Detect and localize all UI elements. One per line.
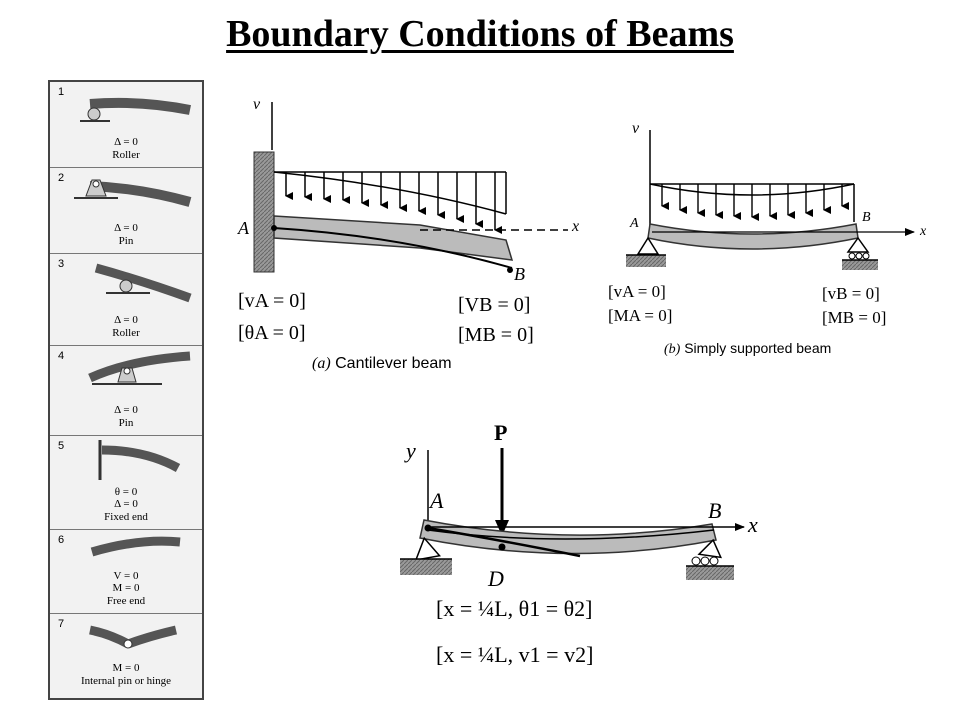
point-label-b: B — [514, 264, 525, 284]
load-label-p: P — [494, 420, 508, 445]
row-caption-1: V = 0 — [113, 570, 139, 582]
row-caption-2: Pin — [118, 417, 134, 429]
point-label-b: B — [862, 210, 871, 225]
simply-caption: (b) Simply supported beam — [664, 340, 831, 358]
table-row: 5 θ = 0 Δ = 0 Fixed end — [50, 436, 202, 530]
point-label-a: A — [430, 488, 444, 513]
row-caption-1: θ = 0 — [114, 486, 138, 498]
pin-support-icon — [88, 351, 191, 385]
distributed-load-arrows — [285, 172, 502, 234]
simply-condition-vb: [vB = 0] — [822, 284, 880, 303]
row-number: 5 — [58, 440, 65, 452]
cantilever-caption: (a) Cantilever beam — [312, 355, 452, 373]
caption-letter: (a) — [312, 355, 331, 372]
axis-label-x: x — [920, 224, 927, 239]
row-caption-1: M = 0 — [112, 662, 140, 674]
point-label-b: B — [708, 498, 722, 523]
simply-supported-beam-diagram — [626, 130, 915, 270]
axis-label-x: x — [748, 512, 758, 537]
cantilever-beam-diagram — [253, 102, 568, 273]
roller-support-icon — [80, 97, 191, 122]
row-number: 2 — [58, 172, 65, 184]
point-label-a: A — [238, 218, 249, 238]
axis-label-v: v — [253, 96, 261, 113]
axis-label-x: x — [572, 218, 580, 235]
caption-text: Simply supported beam — [684, 340, 832, 356]
caption-text: Cantilever beam — [335, 355, 452, 372]
point-label-d: D — [488, 566, 504, 591]
simply-condition-ma: [MA = 0] — [608, 306, 673, 325]
cantilever-condition-vb: [VB = 0] — [458, 294, 531, 316]
axis-label-v: v — [632, 120, 640, 137]
row-caption-1: Δ = 0 — [114, 404, 138, 416]
simply-condition-va: [vA = 0] — [608, 282, 666, 301]
free-end-icon — [90, 536, 181, 557]
table-row: 6 V = 0 M = 0 Free end — [50, 530, 202, 614]
fixed-end-icon — [98, 440, 181, 480]
caption-letter: (b) — [664, 342, 681, 357]
row-number: 3 — [58, 258, 65, 270]
axis-label-y: y — [406, 438, 416, 463]
point-label-a: A — [630, 216, 639, 231]
row-caption-2: M = 0 — [112, 582, 140, 594]
continuity-condition-v: [x = ¼L, v1 = v2] — [436, 642, 594, 667]
row-caption-2: Pin — [118, 235, 134, 247]
page-title: Boundary Conditions of Beams — [226, 13, 734, 55]
table-row: 1 Δ = 0 Roller — [50, 82, 202, 168]
distributed-load-arrows — [661, 184, 849, 221]
row-number: 7 — [58, 618, 65, 630]
row-caption-1: Δ = 0 — [114, 314, 138, 326]
table-row: 4 Δ = 0 Pin — [50, 346, 202, 436]
cantilever-condition-thetaa: [θA = 0] — [238, 322, 306, 344]
continuity-condition-theta: [x = ¼L, θ1 = θ2] — [436, 596, 593, 621]
table-row: 7 M = 0 Internal pin or hinge — [50, 614, 202, 698]
point-load-beam-diagram — [400, 448, 745, 580]
row-caption-2: Δ = 0 — [114, 498, 138, 510]
table-row: 2 Δ = 0 Pin — [50, 168, 202, 254]
row-caption-2: Internal pin or hinge — [80, 675, 172, 687]
row-number: 6 — [58, 534, 65, 546]
boundary-conditions-table: 1 Δ = 0 Roller 2 Δ = 0 Pin 3 Δ = 0 Rolle… — [48, 80, 204, 700]
simply-condition-mb: [MB = 0] — [822, 308, 887, 327]
row-caption-2: Roller — [112, 149, 140, 161]
row-caption-2: Roller — [112, 327, 140, 339]
cantilever-condition-va: [vA = 0] — [238, 290, 306, 312]
row-number: 1 — [58, 86, 65, 98]
table-row: 3 Δ = 0 Roller — [50, 254, 202, 346]
row-caption-3: Fixed end — [104, 511, 148, 523]
hinge-icon — [89, 625, 178, 649]
row-caption-1: Δ = 0 — [114, 222, 138, 234]
row-number: 4 — [58, 350, 65, 362]
row-caption-1: Δ = 0 — [114, 136, 138, 148]
roller-support-icon — [94, 263, 192, 303]
cantilever-condition-mb: [MB = 0] — [458, 324, 534, 346]
row-caption-3: Free end — [106, 595, 146, 607]
pin-support-icon — [74, 179, 192, 207]
